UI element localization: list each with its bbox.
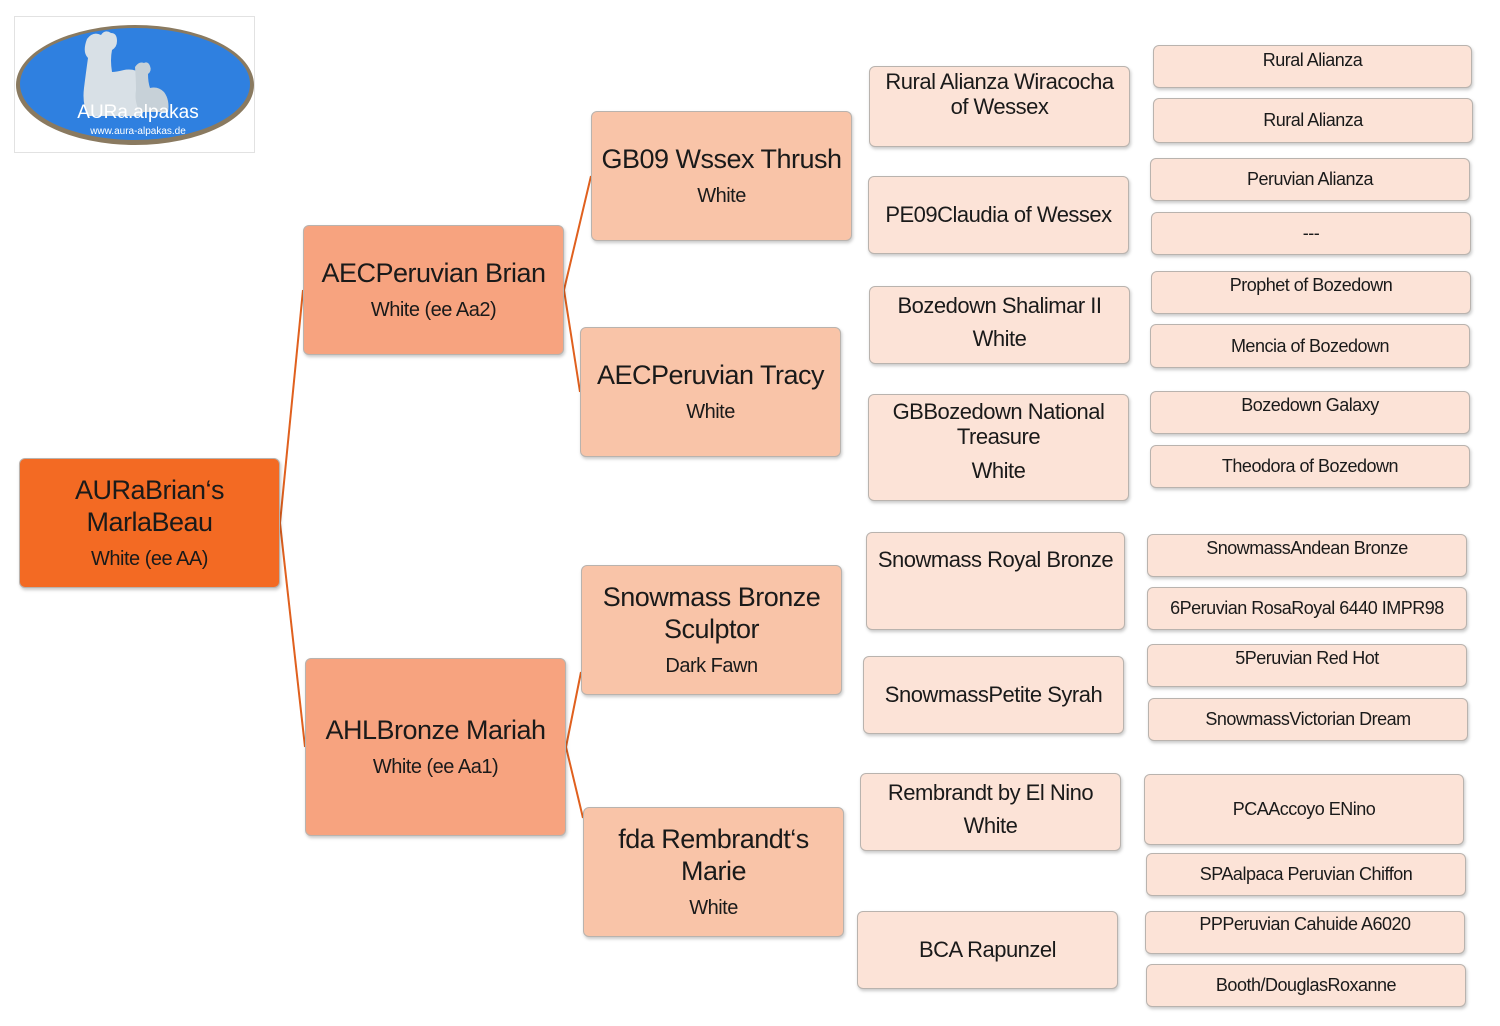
pedigree-dam-sire[interactable]: Snowmass Bronze Sculptor Dark Fawn [581, 565, 842, 695]
pedigree-g4-6[interactable]: Mencia of Bozedown [1150, 324, 1470, 368]
fleece-color: White [963, 813, 1018, 839]
fleece-color: White (ee AA) [91, 547, 208, 570]
pedigree-g3-4[interactable]: GBBozedown National Treasure White [868, 394, 1129, 501]
fleece-color: White (ee Aa2) [370, 299, 497, 322]
pedigree-g3-3[interactable]: Bozedown Shalimar II White [869, 286, 1130, 364]
fleece-color: White (ee Aa1) [372, 756, 499, 779]
fleece-color: White [697, 185, 746, 208]
logo-card: AURa.alpakas www.aura-alpakas.de [14, 16, 255, 153]
pedigree-dam-dam[interactable]: fda Rembrandt‘s Marie White [583, 807, 844, 937]
connector-self-dam [279, 522, 306, 748]
animal-name: PE09Claudia of Wessex [885, 202, 1112, 228]
animal-name: Bozedown Galaxy [1241, 395, 1379, 415]
pedigree-g4-12[interactable]: SnowmassVictorian Dream [1148, 698, 1468, 741]
pedigree-g4-1[interactable]: Rural Alianza [1153, 45, 1472, 88]
animal-name: Rembrandt by El Nino [887, 780, 1094, 805]
connector-sire-dam [563, 289, 581, 393]
animal-name: fda Rembrandt‘s Marie [618, 824, 809, 886]
animal-name: Theodora of Bozedown [1221, 456, 1399, 477]
pedigree-sire[interactable]: AECPeruvian Brian White (ee Aa2) [303, 225, 564, 355]
pedigree-g4-13[interactable]: PCAAccoyo ENino [1144, 774, 1464, 845]
animal-name: SPAalpaca Peruvian Chiffon [1199, 864, 1413, 885]
logo-brand-text: AURa.alpakas [77, 102, 198, 123]
animal-name: AECPeruvian Brian [321, 257, 546, 288]
pedigree-g4-8[interactable]: Theodora of Bozedown [1150, 445, 1470, 488]
animal-name: AECPeruvian Tracy [596, 359, 825, 390]
animal-name: GB09 Wssex Thrush [601, 143, 842, 174]
pedigree-g3-8[interactable]: BCA Rapunzel [857, 911, 1118, 989]
animal-name: GBBozedown National Treasure [892, 399, 1105, 450]
logo-url-text: www.aura-alpakas.de [89, 126, 186, 137]
animal-name: 5Peruvian Red Hot [1235, 648, 1379, 668]
connector-sire-sire [563, 175, 592, 291]
animal-name: AURaBrian‘s MarlaBeau [74, 475, 225, 537]
animal-name: SnowmassVictorian Dream [1205, 709, 1411, 730]
animal-name: Booth/DouglasRoxanne [1215, 975, 1397, 996]
pedigree-g3-1[interactable]: Rural Alianza Wiracocha of Wessex [869, 66, 1130, 147]
pedigree-g4-10[interactable]: 6Peruvian RosaRoyal 6440 IMPR98 [1147, 587, 1467, 630]
pedigree-g4-14[interactable]: SPAalpaca Peruvian Chiffon [1146, 853, 1466, 896]
animal-name: Rural Alianza [1263, 110, 1363, 131]
pedigree-g3-5[interactable]: Snowmass Royal Bronze [866, 532, 1125, 630]
animal-name: SnowmassAndean Bronze [1206, 538, 1408, 558]
pedigree-sire-sire[interactable]: GB09 Wssex Thrush White [591, 111, 852, 241]
pedigree-g4-7[interactable]: Bozedown Galaxy [1150, 391, 1470, 434]
fleece-color: White [689, 896, 738, 919]
pedigree-g4-9[interactable]: SnowmassAndean Bronze [1147, 534, 1467, 577]
pedigree-g4-15[interactable]: PPPeruvian Cahuide A6020 [1145, 911, 1465, 954]
pedigree-g4-2[interactable]: Rural Alianza [1153, 98, 1473, 143]
connector-dam-sire [565, 671, 582, 748]
animal-name: Peruvian Alianza [1246, 169, 1374, 190]
alpaca-silhouette-icon [83, 31, 169, 116]
connector-self-sire [279, 289, 304, 524]
animal-name: AHLBronze Mariah [325, 714, 546, 745]
animal-name: Snowmass Royal Bronze [877, 547, 1114, 572]
pedigree-dam[interactable]: AHLBronze Mariah White (ee Aa1) [305, 658, 566, 836]
pedigree-g4-3[interactable]: Peruvian Alianza [1150, 158, 1470, 201]
pedigree-g3-7[interactable]: Rembrandt by El Nino White [860, 773, 1121, 851]
animal-name: Rural Alianza [1262, 50, 1363, 70]
pedigree-sire-dam[interactable]: AECPeruvian Tracy White [580, 327, 841, 457]
pedigree-self[interactable]: AURaBrian‘s MarlaBeau White (ee AA) [19, 458, 280, 588]
pedigree-g4-11[interactable]: 5Peruvian Red Hot [1147, 644, 1467, 687]
pedigree-g4-4[interactable]: --- [1151, 212, 1471, 255]
animal-name: BCA Rapunzel [918, 937, 1057, 963]
fleece-color: White [971, 457, 1026, 483]
animal-name: PCAAccoyo ENino [1232, 799, 1376, 820]
animal-name: SnowmassPetite Syrah [884, 682, 1103, 708]
fleece-color: White [686, 401, 735, 424]
pedigree-g4-16[interactable]: Booth/DouglasRoxanne [1146, 964, 1466, 1007]
animal-name: PPPeruvian Cahuide A6020 [1199, 914, 1411, 934]
connector-dam-dam [565, 746, 584, 819]
pedigree-g4-5[interactable]: Prophet of Bozedown [1151, 271, 1471, 314]
animal-name: Bozedown Shalimar II [897, 293, 1103, 318]
fleece-color: White [972, 326, 1027, 352]
logo-graphic: AURa.alpakas www.aura-alpakas.de [16, 25, 254, 145]
animal-name: 6Peruvian RosaRoyal 6440 IMPR98 [1170, 598, 1444, 619]
animal-name: Mencia of Bozedown [1230, 335, 1390, 356]
animal-name: Prophet of Bozedown [1229, 275, 1393, 295]
pedigree-g3-6[interactable]: SnowmassPetite Syrah [863, 656, 1124, 734]
fleece-color: Dark Fawn [665, 654, 758, 677]
animal-name: Rural Alianza Wiracocha of Wessex [885, 69, 1114, 120]
pedigree-g3-2[interactable]: PE09Claudia of Wessex [868, 176, 1129, 254]
animal-name: Snowmass Bronze Sculptor [602, 582, 821, 644]
animal-name: --- [1302, 223, 1320, 244]
